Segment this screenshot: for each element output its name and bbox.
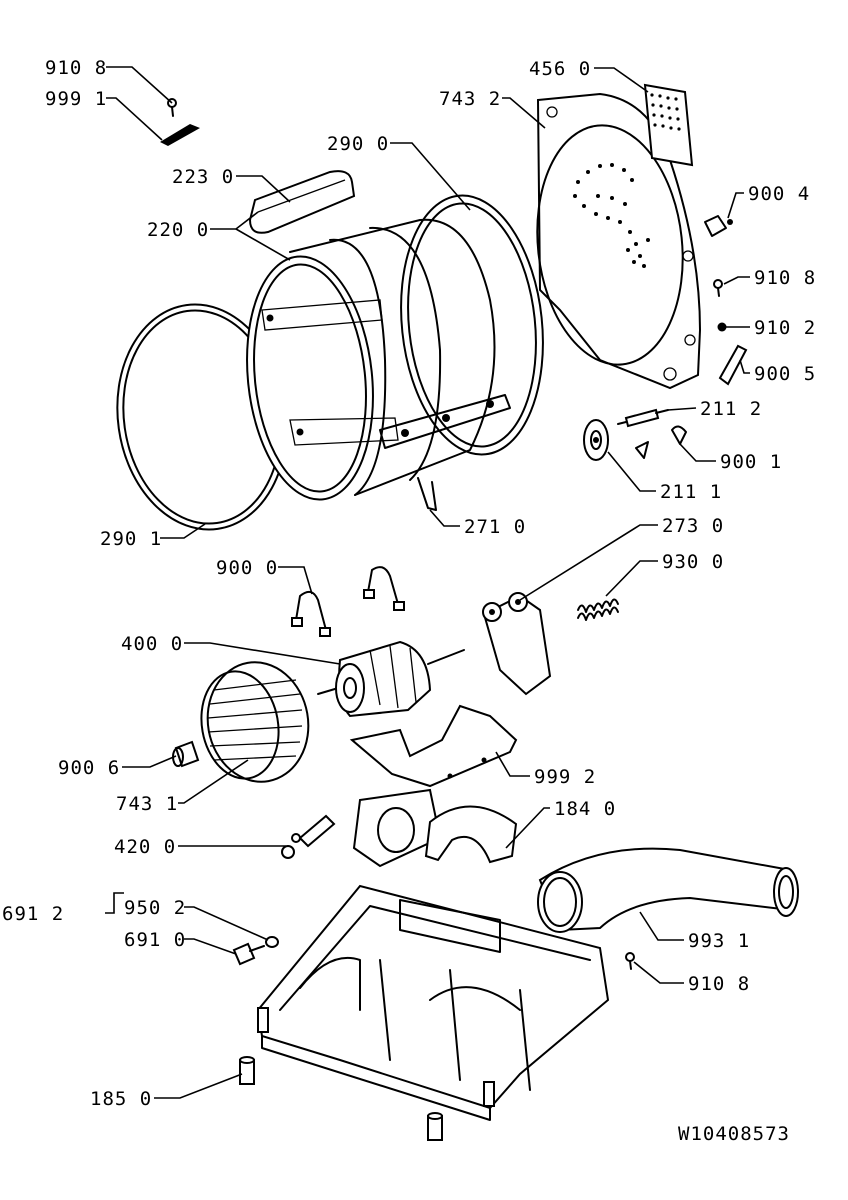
- exhaust-duct-993-1: [537, 847, 799, 933]
- sensor-420-0: [281, 814, 336, 859]
- part-labels: 910 8 999 1 223 0 220 0 290 0 743 2 456 …: [2, 57, 816, 1145]
- motor-400-0: [317, 640, 465, 718]
- label-900-0: 900 0: [216, 557, 278, 579]
- label-211-1: 211 1: [660, 481, 722, 503]
- idler-arm-273-0: [482, 592, 552, 696]
- label-456-0: 456 0: [529, 58, 591, 80]
- leader-lines: [105, 66, 750, 1099]
- label-900-1: 900 1: [720, 451, 782, 473]
- roller-shaft-211-2: [617, 408, 669, 428]
- screw-910-8-bottom: [625, 952, 635, 970]
- label-999-1: 999 1: [45, 88, 107, 110]
- base-assembly: [256, 884, 610, 1121]
- label-993-1: 993 1: [688, 930, 750, 952]
- drum-tab-271-0: [417, 477, 437, 511]
- clip-900-4: [704, 215, 733, 237]
- label-271-0: 271 0: [464, 516, 526, 538]
- label-910-8-bottom: 910 8: [688, 973, 750, 995]
- label-910-8-top: 910 8: [45, 57, 107, 79]
- ring-950-2: [265, 936, 279, 948]
- blower-wheel-743-1: [200, 661, 310, 783]
- label-900-4: 900 4: [748, 183, 810, 205]
- label-999-2: 999 2: [534, 766, 596, 788]
- coupling-900-6: [172, 740, 200, 768]
- label-930-0: 930 0: [662, 551, 724, 573]
- label-900-6: 900 6: [58, 757, 120, 779]
- label-220-0: 220 0: [147, 219, 209, 241]
- label-910-2: 910 2: [754, 317, 816, 339]
- motor-clamps-900-0: [291, 566, 405, 637]
- bracket-900-5: [718, 344, 748, 386]
- label-910-8-right: 910 8: [754, 267, 816, 289]
- label-743-1: 743 1: [116, 793, 178, 815]
- label-290-1: 290 1: [100, 528, 162, 550]
- label-290-0: 290 0: [327, 133, 389, 155]
- label-691-2: 691 2: [2, 903, 64, 925]
- strip-999-1: [160, 124, 200, 146]
- nut-910-2: [717, 322, 727, 332]
- label-950-2: 950 2: [124, 897, 186, 919]
- label-211-2: 211 2: [700, 398, 762, 420]
- spring-930-0: [577, 598, 619, 621]
- feet-185-0: [239, 1056, 443, 1141]
- duct-184-0: [352, 788, 518, 868]
- label-184-0: 184 0: [554, 798, 616, 820]
- drum-roller-211-1: [583, 419, 609, 461]
- label-900-5: 900 5: [754, 363, 816, 385]
- label-691-0: 691 0: [124, 929, 186, 951]
- shield-999-2: [349, 704, 518, 788]
- heater-block-456-0: [643, 83, 694, 167]
- screw-910-8-right: [713, 279, 723, 297]
- drawing-number: W10408573: [678, 1123, 790, 1145]
- clips-900-1: [635, 425, 687, 459]
- drum-lifter-223-0: [248, 170, 356, 234]
- label-743-2: 743 2: [439, 88, 501, 110]
- rear-bulkhead-743-2: [536, 92, 702, 390]
- bolt-691-0: [232, 942, 265, 966]
- label-400-0: 400 0: [121, 633, 183, 655]
- label-185-0: 185 0: [90, 1088, 152, 1110]
- label-223-0: 223 0: [172, 166, 234, 188]
- label-420-0: 420 0: [114, 836, 176, 858]
- drum-220-0: [246, 194, 544, 501]
- label-273-0: 273 0: [662, 515, 724, 537]
